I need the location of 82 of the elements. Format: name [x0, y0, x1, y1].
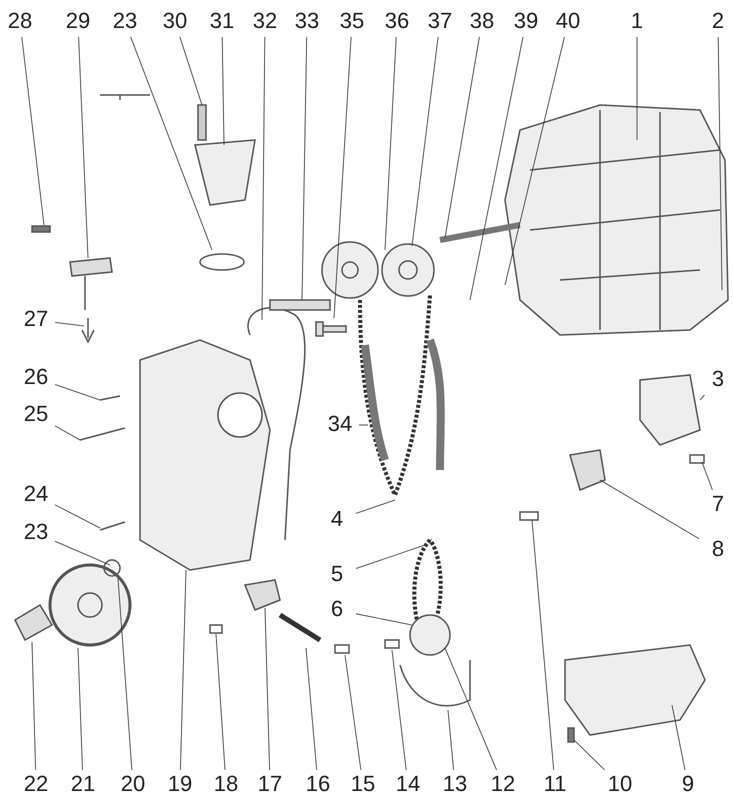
callout-number: 35 [335, 9, 369, 35]
leader-line [532, 520, 554, 770]
callout-number: 40 [551, 9, 585, 35]
callout-number: 25 [19, 402, 53, 428]
callout-number: 10 [603, 772, 637, 798]
leader-line [600, 480, 700, 540]
callout-number: 26 [19, 365, 53, 391]
callout-number: 23 [19, 520, 53, 546]
callout-number: 23 [108, 9, 142, 35]
callout-number: 31 [205, 9, 239, 35]
leader-line [358, 424, 368, 426]
leader-line [54, 425, 80, 440]
leader-line [216, 634, 226, 770]
callout-number: 32 [248, 9, 282, 35]
leader-line [78, 36, 88, 258]
leader-line [412, 36, 438, 246]
leader-line [130, 36, 212, 250]
leader-line [118, 578, 132, 770]
callout-number: 28 [3, 9, 37, 35]
leader-line [384, 36, 397, 250]
leader-line [54, 322, 84, 326]
callout-number: 3 [701, 367, 733, 393]
leader-line [574, 740, 606, 770]
leader-line [700, 394, 705, 400]
callout-number: 37 [423, 9, 457, 35]
callout-number: 24 [19, 482, 53, 508]
callout-number: 17 [253, 772, 287, 798]
callout-number: 34 [323, 412, 357, 438]
callout-number: 13 [438, 772, 472, 798]
leader-line [32, 642, 36, 770]
leader-line [470, 36, 524, 300]
callout-number: 8 [701, 537, 733, 563]
callout-number: 2 [701, 9, 733, 35]
callout-number: 9 [671, 772, 705, 798]
callout-number: 16 [301, 772, 335, 798]
leader-line [21, 36, 44, 226]
leader-line [718, 36, 722, 290]
leader-line [448, 710, 454, 770]
callout-number: 5 [320, 562, 354, 588]
callout-number: 21 [66, 772, 100, 798]
callout-number: 15 [346, 772, 380, 798]
leader-line [356, 544, 426, 569]
callout-number: 22 [19, 772, 53, 798]
leader-line [222, 36, 224, 146]
callout-number: 38 [465, 9, 499, 35]
callout-number: 20 [116, 772, 150, 798]
leader-line [636, 36, 638, 140]
callout-number: 19 [163, 772, 197, 798]
leader-line [306, 648, 318, 770]
leader-line [264, 608, 270, 770]
leader-line [672, 704, 686, 770]
leader-line [262, 36, 266, 320]
callout-number: 30 [158, 9, 192, 35]
leader-line [344, 654, 362, 770]
leader-line [504, 36, 565, 286]
leader-line [356, 613, 412, 626]
leader-line [54, 540, 110, 566]
callout-number: 7 [701, 492, 733, 518]
leader-line [444, 648, 497, 770]
callout-number: 39 [509, 9, 543, 35]
leader-line [180, 570, 186, 770]
callout-number: 14 [391, 772, 425, 798]
leader-line [392, 650, 407, 770]
callout-number: 29 [61, 9, 95, 35]
leader-line [54, 384, 100, 400]
leader-line [444, 36, 480, 238]
leader-line [302, 36, 308, 300]
callout-number: 18 [209, 772, 243, 798]
callout-number: 12 [486, 772, 520, 798]
callout-number: 6 [320, 597, 354, 623]
leader-line [356, 500, 396, 514]
leader-line [54, 504, 100, 528]
callout-number: 27 [19, 307, 53, 333]
leader-line [334, 36, 352, 318]
callout-number: 1 [620, 9, 654, 35]
leader-line [180, 36, 202, 106]
callout-number: 36 [380, 9, 414, 35]
callout-number: 4 [320, 507, 354, 533]
leader-line [702, 462, 713, 490]
leader-line [78, 648, 83, 770]
callout-number: 11 [538, 772, 572, 798]
callout-number: 33 [290, 9, 324, 35]
